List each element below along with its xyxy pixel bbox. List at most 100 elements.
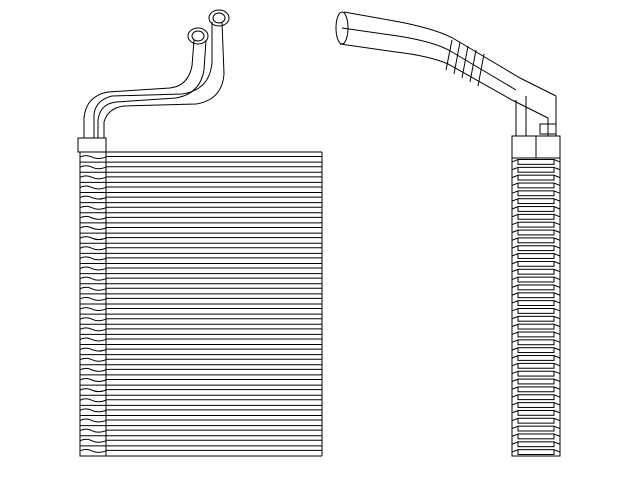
side-fin-left-notch bbox=[511, 386, 519, 390]
front-tank-wave bbox=[79, 408, 107, 413]
side-fin-left-notch bbox=[511, 166, 519, 171]
side-pipe-lower bbox=[339, 43, 549, 119]
side-fin-left-notch bbox=[511, 268, 519, 273]
side-fin-left-notch bbox=[511, 261, 519, 265]
side-fin-segment bbox=[517, 315, 555, 322]
side-fin-segment bbox=[517, 221, 555, 228]
side-fin-left-notch bbox=[511, 229, 519, 233]
side-fin-segment bbox=[517, 433, 555, 440]
side-fin-right-notch bbox=[553, 300, 561, 304]
side-fin-right-notch bbox=[553, 261, 561, 265]
side-fin-right-notch bbox=[553, 190, 561, 194]
side-fin-right-notch bbox=[553, 308, 561, 312]
side-fin-right-notch bbox=[553, 323, 561, 328]
side-fin-left-notch bbox=[511, 237, 519, 241]
front-tank-wave bbox=[79, 388, 107, 393]
side-pipe-rings bbox=[445, 39, 485, 87]
inlet-pipe bbox=[103, 21, 225, 138]
side-fin-right-notch bbox=[553, 402, 561, 406]
front-tank-wave bbox=[79, 175, 107, 180]
side-fin-segment bbox=[517, 362, 555, 369]
outlet-pipe bbox=[83, 39, 195, 138]
front-tank-wave bbox=[79, 165, 107, 170]
front-tank-wave bbox=[79, 438, 107, 443]
side-fin-segment bbox=[517, 174, 555, 181]
side-fin-segment bbox=[517, 355, 555, 361]
side-fin-segment bbox=[517, 268, 555, 275]
side-fin-left-notch bbox=[511, 347, 519, 351]
side-fin-segment bbox=[517, 339, 555, 346]
side-fin-left-notch bbox=[511, 300, 519, 304]
side-fin-segment bbox=[517, 198, 555, 205]
side-fin-segment bbox=[517, 237, 555, 244]
inlet-outlet-pipes bbox=[83, 9, 230, 138]
side-fin-left-notch bbox=[511, 410, 519, 414]
side-fin-right-notch bbox=[553, 229, 561, 233]
side-fin-segment bbox=[517, 213, 555, 220]
front-header-block bbox=[77, 137, 107, 153]
side-fin-segment bbox=[517, 425, 555, 432]
side-fin-right-notch bbox=[553, 237, 561, 241]
side-fin-right-notch bbox=[553, 355, 561, 359]
side-fin-left-notch bbox=[511, 402, 519, 406]
side-fin-segment bbox=[517, 182, 555, 189]
side-fin-left-notch bbox=[511, 308, 519, 312]
front-tank-wave bbox=[79, 195, 107, 200]
front-tank-wave bbox=[79, 307, 107, 312]
side-pipe-mid bbox=[341, 27, 517, 91]
side-fin-right-notch bbox=[553, 331, 561, 335]
side-fin-right-notch bbox=[553, 182, 561, 186]
inlet-pipe-mouth-inner bbox=[212, 12, 226, 24]
side-pipe-upper bbox=[343, 11, 557, 97]
side-fin-segment bbox=[517, 394, 555, 401]
side-fin-segment bbox=[517, 229, 555, 236]
front-tank-wave bbox=[79, 378, 107, 382]
side-fin-right-notch bbox=[553, 339, 561, 343]
side-fin-right-notch bbox=[553, 245, 561, 249]
side-fin-right-notch bbox=[553, 174, 561, 179]
side-fin-left-notch bbox=[511, 433, 519, 437]
side-fin-right-notch bbox=[553, 441, 561, 445]
side-fin-right-notch bbox=[553, 284, 561, 288]
side-fin-left-notch bbox=[511, 425, 519, 430]
side-fin-right-notch bbox=[553, 198, 561, 202]
front-tank-wave bbox=[79, 357, 107, 362]
side-pipe-end bbox=[335, 11, 349, 45]
side-fin-segment bbox=[517, 300, 555, 307]
side-fin-right-notch bbox=[553, 159, 561, 163]
side-fin-left-notch bbox=[511, 206, 519, 210]
side-fin-right-notch bbox=[553, 253, 561, 257]
front-tank-wave bbox=[79, 215, 107, 220]
side-fin-segment bbox=[517, 347, 555, 354]
side-fin-right-notch bbox=[553, 292, 561, 296]
side-fin-segment bbox=[517, 166, 555, 173]
side-fin-left-notch bbox=[511, 331, 519, 335]
side-fin-segment bbox=[517, 206, 555, 212]
side-fin-segment bbox=[517, 417, 555, 424]
front-tank-wave bbox=[79, 236, 107, 241]
outlet-pipe-inner bbox=[97, 39, 207, 138]
side-fin-left-notch bbox=[511, 355, 519, 359]
front-tank-wave bbox=[79, 317, 107, 322]
side-fin-right-notch bbox=[553, 315, 561, 320]
side-fin-left-notch bbox=[511, 159, 519, 163]
front-tank-wave bbox=[79, 286, 107, 291]
side-fin-segment bbox=[517, 159, 555, 165]
side-fin-left-notch bbox=[511, 253, 519, 257]
side-fin-right-notch bbox=[553, 425, 561, 430]
side-fin-segment bbox=[517, 370, 555, 377]
side-fin-segment bbox=[517, 308, 555, 314]
side-fin-left-notch bbox=[511, 213, 519, 218]
side-fin-segment bbox=[517, 245, 555, 252]
front-tank-wave bbox=[79, 347, 107, 352]
side-fin-segment bbox=[517, 402, 555, 408]
side-fin-right-notch bbox=[553, 378, 561, 382]
side-fin-right-notch bbox=[553, 394, 561, 398]
side-fin-left-notch bbox=[511, 221, 519, 226]
side-fin-right-notch bbox=[553, 449, 561, 453]
front-tank-wave bbox=[79, 367, 107, 372]
side-fin-left-notch bbox=[511, 198, 519, 202]
side-fin-segment bbox=[517, 284, 555, 291]
side-fin-segment bbox=[517, 323, 555, 330]
